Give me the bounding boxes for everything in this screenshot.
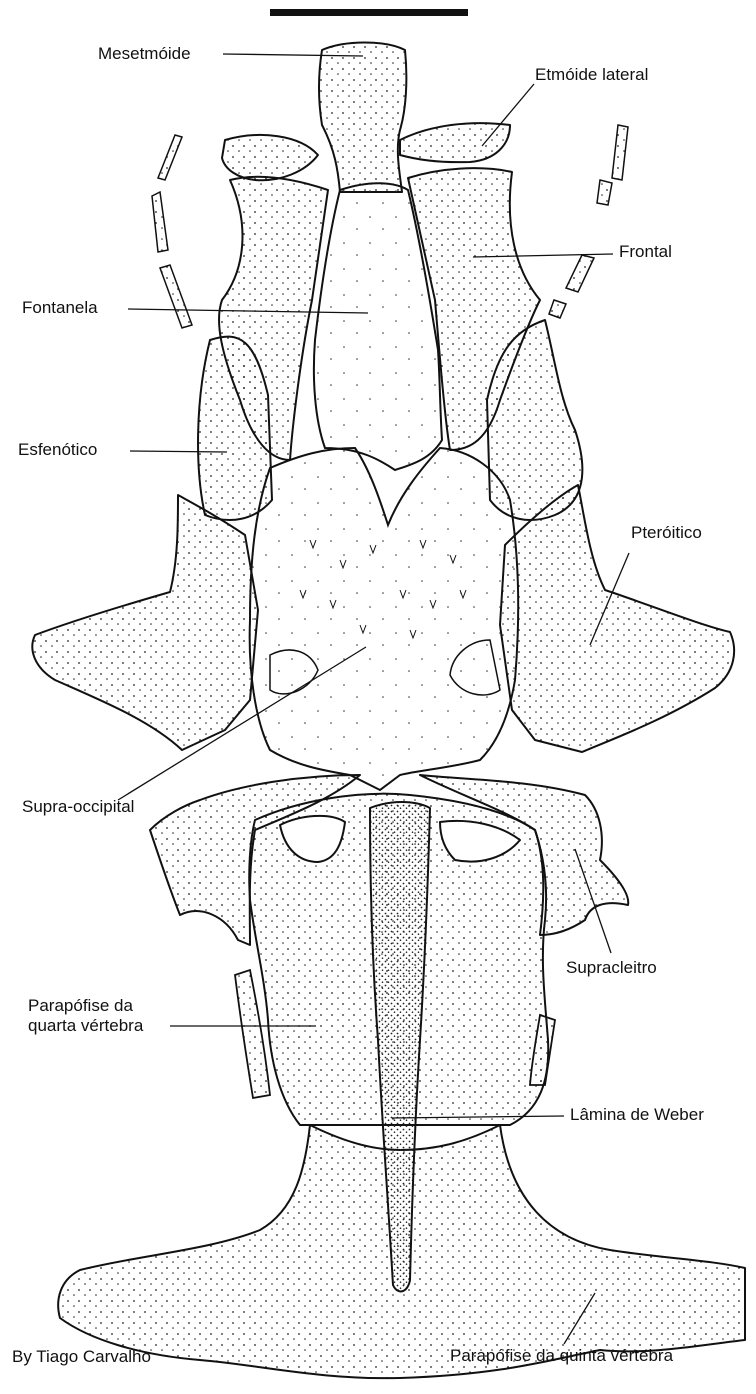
label-lamina-weber: Lâmina de Weber [570,1105,704,1125]
label-fontanela: Fontanela [22,298,98,318]
infraorbital-fragment [549,300,566,318]
label-supracleitro: Supracleitro [566,958,657,978]
infraorbital-fragment [158,135,182,180]
lateral-ethmoid-left [222,135,318,180]
mesethmoid [319,43,406,193]
infraorbital-fragment [152,192,168,252]
infraorbital-fragment [597,180,612,205]
label-pteroitico: Pteróitico [631,523,702,543]
label-supra-occipital: Supra-occipital [22,797,134,817]
label-parapofise-quinta: Parapófise da quinta vértebra [450,1346,673,1366]
label-etmoide-lateral: Etmóide lateral [535,65,648,85]
lateral-ethmoid-right [400,123,510,162]
label-frontal: Frontal [619,242,672,262]
label-esfenotico: Esfenótico [18,440,97,460]
pterotic-left [32,495,258,750]
supraoccipital-plate [250,448,519,790]
credit-text: By Tiago Carvalho [12,1347,151,1367]
scale-bar [270,9,468,16]
infraorbital-fragment [566,255,594,292]
label-parapofise-quarta-line2: quarta vértebra [28,1016,143,1036]
infraorbital-fragment [160,265,192,328]
infraorbital-fragment [612,125,628,180]
label-mesetmoide: Mesetmóide [98,44,191,64]
label-parapofise-quarta-line1: Parapófise da [28,996,143,1016]
label-parapofise-quarta: Parapófise da quarta vértebra [28,996,143,1036]
